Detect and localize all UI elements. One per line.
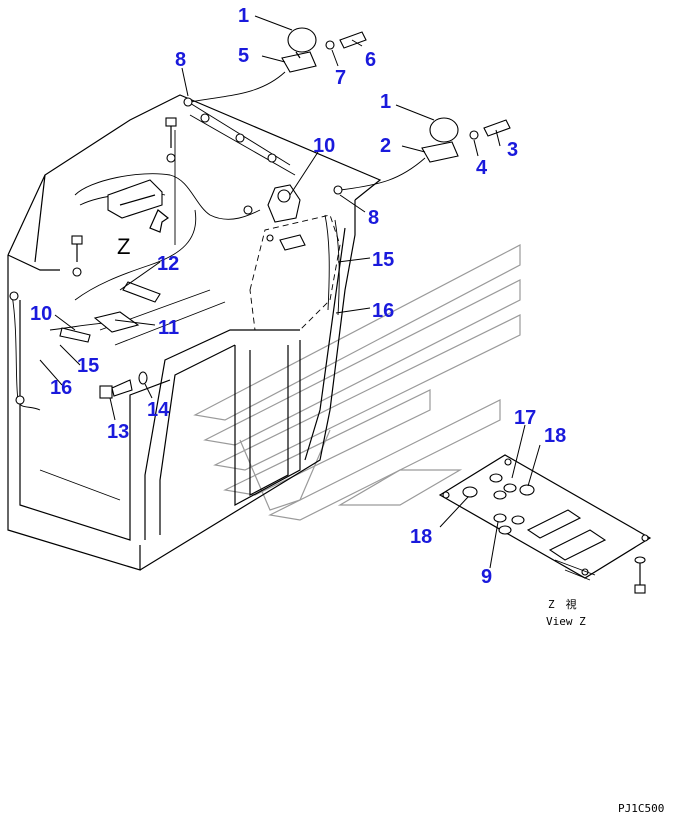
leader-lines [39, 15, 541, 569]
bracket-plate [59, 281, 161, 343]
bolt-upper [165, 117, 177, 163]
callout-17: 17 [514, 407, 536, 429]
drawing-code: PJ1C500 [618, 802, 664, 815]
callout-9: 9 [481, 566, 492, 588]
callout-6: 6 [365, 49, 376, 71]
callout-12: 12 [157, 253, 179, 275]
callout-7: 7 [335, 67, 346, 89]
watermark-logo [193, 244, 521, 521]
callouts: 1 5 6 7 8 1 2 3 4 10 8 15 16 12 10 11 15… [30, 5, 566, 588]
view-z-floor-plate [438, 454, 652, 594]
work-lamp-top [281, 27, 367, 73]
callout-10-top: 10 [313, 135, 335, 157]
bolt-left [71, 235, 83, 277]
callout-2: 2 [380, 135, 391, 157]
callout-14: 14 [147, 399, 170, 421]
callout-13: 13 [107, 421, 129, 443]
callout-15-left: 15 [77, 355, 99, 377]
view-caption-en: View Z [546, 615, 586, 628]
harness-clamps [9, 97, 343, 405]
callout-1-right: 1 [380, 91, 391, 113]
bolt-13 [99, 371, 148, 399]
callout-16-left: 16 [50, 377, 72, 399]
callout-5: 5 [238, 45, 249, 67]
callout-8-right: 8 [368, 207, 379, 229]
callout-11: 11 [158, 317, 179, 339]
callout-15-right: 15 [372, 249, 394, 271]
view-marker-z: Z [117, 234, 130, 259]
callout-18-right: 18 [544, 425, 566, 447]
callout-3: 3 [507, 139, 518, 161]
wiper-motor-bracket [266, 184, 306, 251]
callout-8-left: 8 [175, 49, 186, 71]
view-caption-jp: Z 視 [548, 597, 577, 611]
work-lamp-right [421, 117, 511, 163]
callout-4: 4 [476, 157, 488, 179]
callout-10-left: 10 [30, 303, 52, 325]
callout-18-left: 18 [410, 526, 432, 548]
callout-16-right: 16 [372, 300, 394, 322]
callout-1-top: 1 [238, 5, 249, 27]
switch-box [107, 179, 170, 233]
